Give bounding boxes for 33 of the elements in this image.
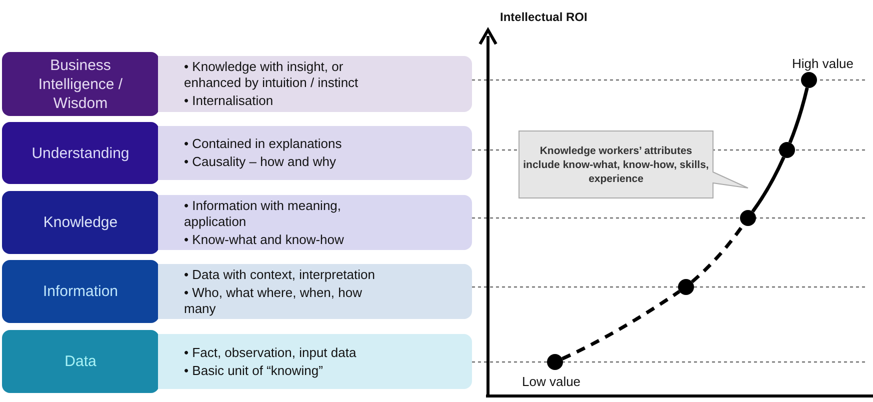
curve-segment xyxy=(788,87,809,144)
data-point xyxy=(740,210,756,226)
callout-box xyxy=(518,130,750,200)
description-box xyxy=(158,126,472,180)
bullet-text: • Internalisation xyxy=(184,93,274,109)
level-box: Data xyxy=(2,330,159,393)
data-point xyxy=(779,142,795,158)
curve-segment xyxy=(562,290,680,360)
value-label: High value xyxy=(792,55,854,73)
axis-title: Intellectual ROI xyxy=(500,9,588,26)
bullet-text: • Basic unit of “knowing” xyxy=(184,362,324,378)
data-point xyxy=(547,354,563,370)
bullet-text: • Knowledge with insight, or enhanced by intuition / instinct xyxy=(184,59,360,91)
level-box: Information xyxy=(2,260,159,323)
bullet-text: • Fact, observation, input data xyxy=(184,344,356,360)
level-box: Knowledge xyxy=(2,191,159,254)
level-box: Understanding xyxy=(2,122,159,184)
data-point xyxy=(678,279,694,295)
description-box xyxy=(158,56,472,112)
bullet-text: • Information with meaning, application xyxy=(184,198,342,230)
description-box xyxy=(158,264,472,319)
bullet-text: • Data with context, interpretation xyxy=(184,266,376,282)
description-box xyxy=(158,195,472,250)
bullet-text: • Contained in explanations xyxy=(184,136,342,152)
bullet-text: • Who, what where, when, how many xyxy=(184,284,363,316)
description-box xyxy=(158,334,472,389)
value-label: Low value xyxy=(522,373,581,391)
data-point xyxy=(801,72,817,88)
bullet-text: • Know-what and know-how xyxy=(184,232,345,248)
bullet-text: • Causality – how and why xyxy=(184,154,337,170)
callout-text: Knowledge workers’ attributes include know-what, know-how, skills, experience xyxy=(522,144,710,186)
curve-segment xyxy=(751,156,786,213)
level-box: Business Intelligence / Wisdom xyxy=(2,52,159,116)
